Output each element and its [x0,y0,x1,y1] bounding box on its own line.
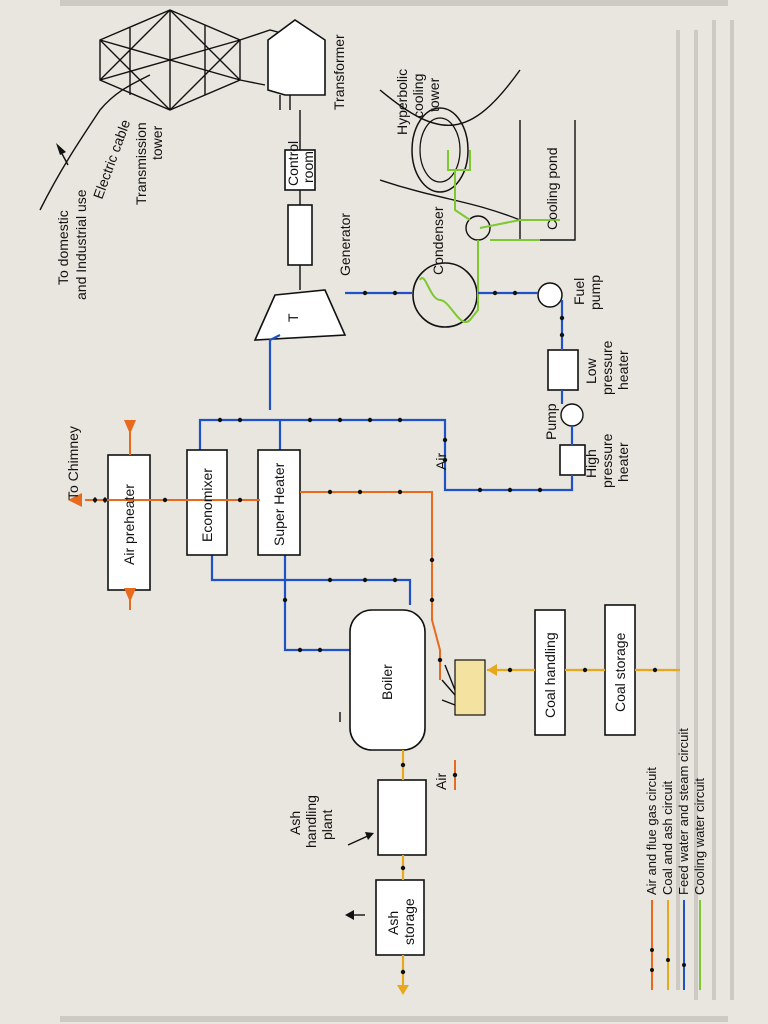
legend-label-cooling-water: Cooling water circuit [692,778,707,895]
low-pressure-heater-box [547,349,579,391]
coal-ash-dots [400,667,658,975]
label-turbine: T [285,313,301,322]
label-hyperbolic: Hyperbolic [394,69,410,135]
label-room: room [300,151,316,183]
coal-storage [604,604,636,736]
label-low-heater: heater [615,350,631,390]
label-handling: handling [303,795,319,848]
label-fuel: Fuel [571,278,587,305]
label-high-pressure: pressure [599,433,615,488]
label-cooling: cooling [410,74,426,118]
turbine [253,289,347,341]
label-economixer: Economixer [199,468,215,542]
label-industrial-use: and Industrial use [73,189,89,300]
pump-circle [560,403,584,427]
label-super-heater: Super Heater [271,462,287,546]
ash-handling-plant [377,779,427,856]
legend-coal-ash [666,900,670,990]
label-tower: tower [149,125,165,160]
label-storage: storage [401,898,417,945]
label-generator: Generator [337,213,353,276]
generator-box [287,204,313,266]
electric-cable [39,74,151,211]
air-preheater [107,454,151,591]
ash-storage [375,879,425,956]
label-ash-handling: Ash [287,811,303,835]
feed-heaters [537,282,586,476]
legend-label-feed-water: Feed water and steam circuit [676,728,691,895]
label-low-pressure: pressure [599,340,615,395]
label-condenser: Condenser [430,206,446,275]
label-boiler: Boiler [379,664,395,700]
label-low: Low [583,357,599,384]
misc-arrows [339,712,374,920]
label-control: Control [285,141,301,186]
coal-handling [534,609,566,736]
feed-water-dots [217,290,565,653]
legend-air-flue [650,900,654,990]
cooling-pond [519,120,576,241]
legend-label-air-flue: Air and flue gas circuit [644,767,659,895]
ash-out-arrow [397,985,409,995]
air-flue-dots [92,489,458,778]
furnace-grate [441,659,486,716]
label-ash: Ash [385,911,401,935]
label-hyperbolic-tower: tower [426,77,442,112]
label-air-bottom: Air [433,773,449,790]
hyperbolic-cooling-tower [379,69,521,221]
label-transformer: Transformer [331,34,347,110]
label-air-top: Air [433,453,449,470]
boiler [349,609,426,751]
label-plant: plant [319,810,335,840]
label-coal-storage: Coal storage [612,632,628,712]
label-to-domestic: To domestic [55,210,71,285]
coal-feed-arrow [487,664,497,676]
legend-feed-water [682,900,686,990]
economizer [186,449,228,556]
label-high-heater: heater [615,442,631,482]
transformer [267,19,326,110]
super-heater [257,449,301,556]
label-cooling-pond: Cooling pond [544,147,560,230]
label-high: High [583,449,599,478]
label-transmission: Transmission [133,122,149,205]
high-pressure-heater-box [559,444,586,476]
label-pump-fuel: pump [587,275,603,310]
label-coal-handling: Coal handling [542,632,558,718]
air-flue-arrows [68,420,136,602]
generator-assembly [284,110,316,290]
label-pump: Pump [543,403,559,440]
label-to-chimney: To Chimney [65,426,81,500]
cooling-water-circuit [419,150,560,324]
label-air-preheater: Air preheater [121,484,137,565]
feed-water-steam-circuit [198,291,574,652]
legend-label-coal-ash: Coal and ash circuit [660,780,675,895]
legend [650,900,701,990]
fuel-pump-circle [537,282,563,308]
